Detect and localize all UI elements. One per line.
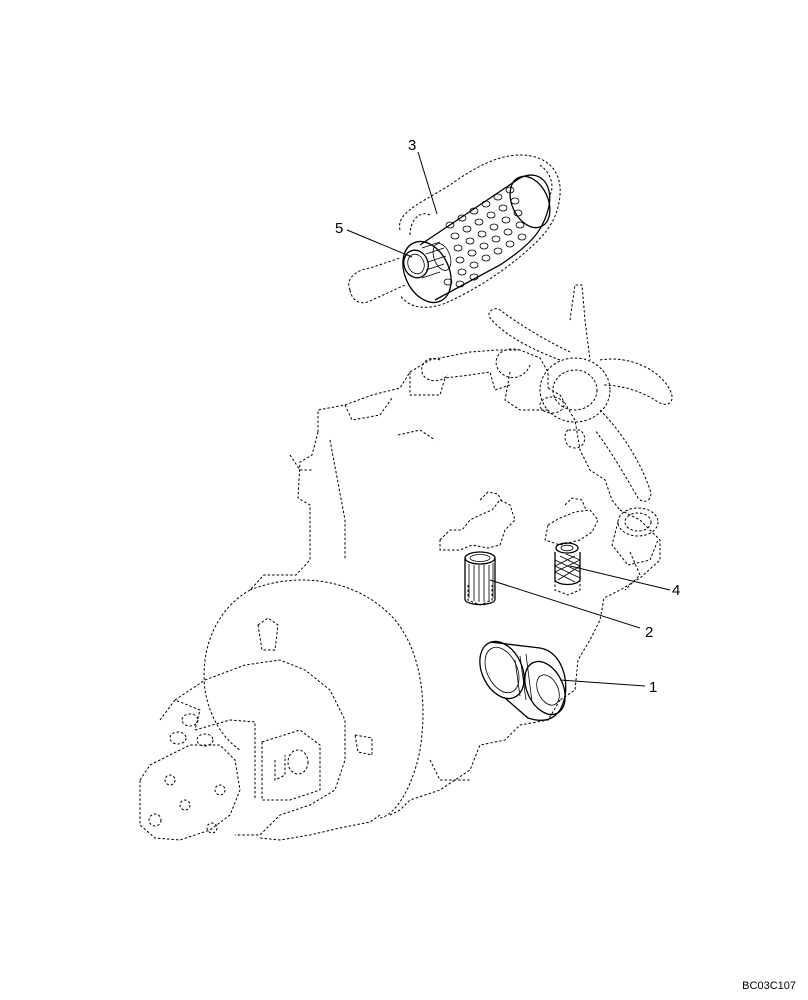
callout-1: 1 <box>649 679 657 696</box>
leader-1 <box>559 679 646 687</box>
callout-3: 3 <box>408 137 416 154</box>
air-filter-element <box>402 174 551 304</box>
fuel-filter-heads-outline <box>439 491 599 606</box>
leader-5 <box>346 229 413 258</box>
oil-filter <box>479 640 567 722</box>
callout-labels: 3 5 4 2 1 <box>335 137 680 696</box>
callout-leaders <box>346 151 671 687</box>
leader-3 <box>417 151 438 215</box>
callout-5: 5 <box>335 220 343 237</box>
hydraulic-pump-outline <box>139 659 346 841</box>
fan-outline <box>488 284 673 502</box>
air-cleaner-housing-outline <box>348 154 561 308</box>
engine-block-outline <box>249 349 661 841</box>
leader-4 <box>569 565 671 591</box>
drawing-reference-code: BC03C107 <box>742 980 796 992</box>
callout-4: 4 <box>672 582 680 599</box>
leader-2 <box>489 579 641 629</box>
callout-2: 2 <box>645 624 653 641</box>
inner-element-seal <box>403 241 452 279</box>
flywheel-housing-outline <box>203 579 424 819</box>
fuel-filter-element-left <box>464 551 496 606</box>
alternator-outline <box>611 507 659 591</box>
fuel-filter-element-right <box>554 542 581 586</box>
